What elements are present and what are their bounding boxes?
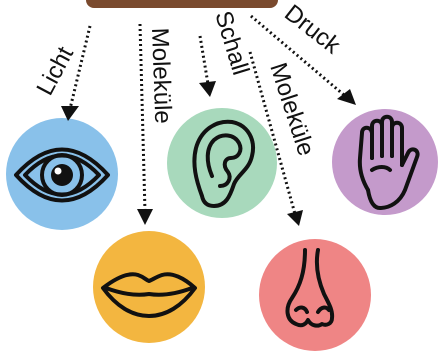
ear-circle: [167, 108, 277, 218]
arrow-sound: [199, 36, 216, 97]
label-pressure: Druck: [279, 0, 346, 60]
hand-circle: [332, 109, 438, 215]
stimulus-source: [86, 0, 278, 8]
label-molecules-taste: Moleküle: [146, 27, 176, 124]
label-light: Licht: [31, 42, 79, 100]
nose-circle: [259, 239, 371, 351]
mouth-circle: [93, 231, 205, 343]
label-sound: Schall: [209, 8, 254, 78]
